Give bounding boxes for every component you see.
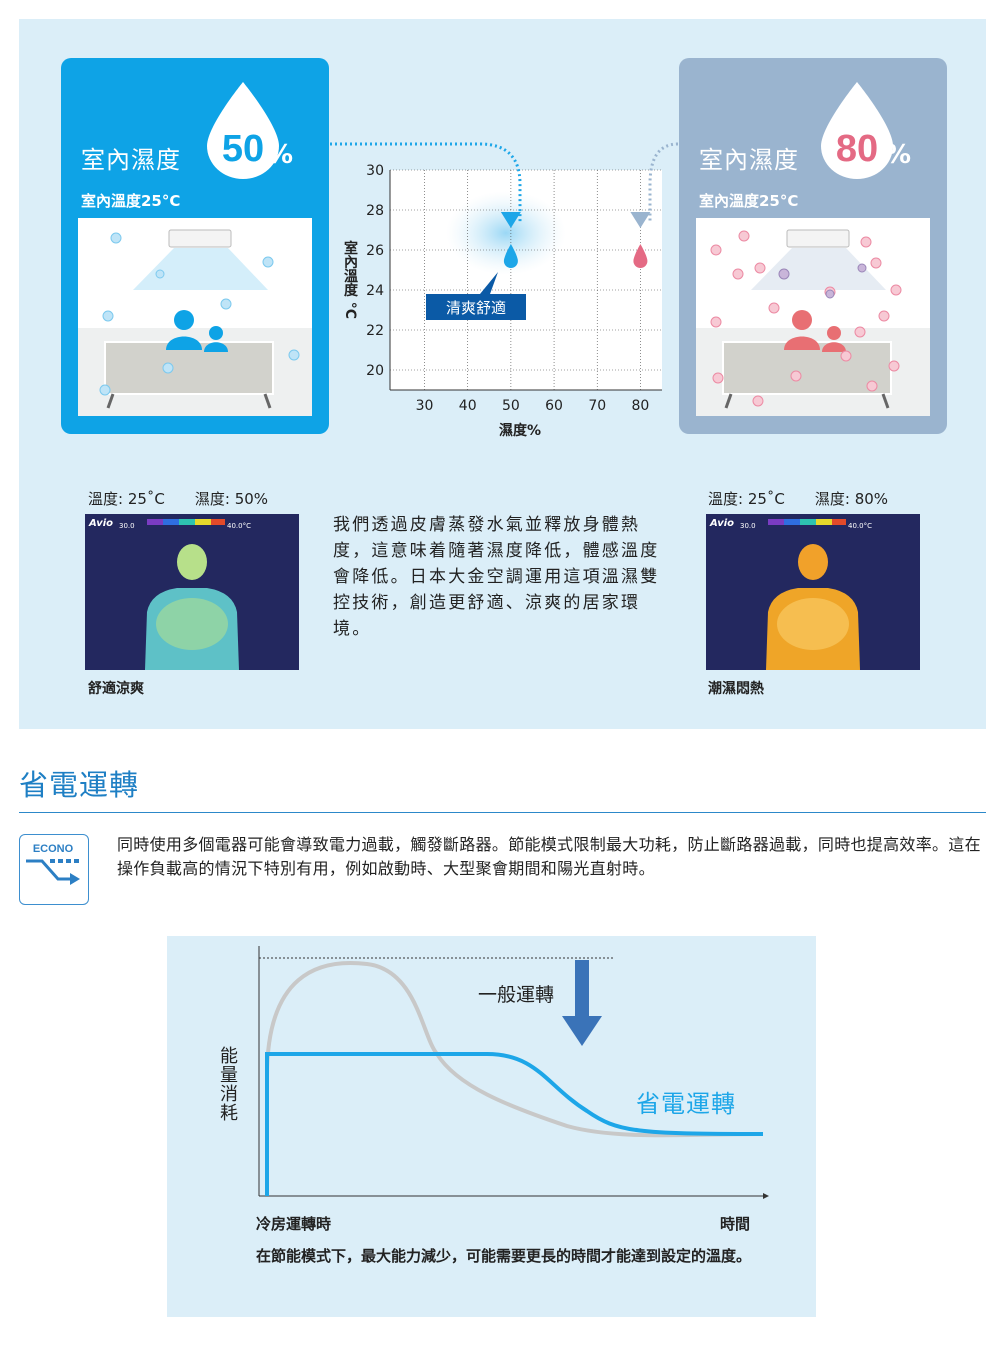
reduction-arrow-head — [562, 1016, 602, 1046]
time-start-label: 冷房運轉時 — [256, 1215, 332, 1233]
chart-y-label: 室內溫度 °C — [342, 240, 358, 319]
room-card-80: 室內濕度 80 % 室內溫度25°C — [679, 58, 947, 434]
thermal-left-caption: 舒適涼爽 — [88, 681, 144, 697]
normal-operation-label: 一般運轉 — [478, 984, 555, 1006]
comfort-zone — [446, 191, 566, 275]
marker-arrow — [500, 212, 521, 228]
reduction-arrow — [575, 960, 589, 1016]
x-tick-label: 60 — [545, 398, 563, 414]
section-divider — [19, 812, 986, 813]
humidity-title: 室內濕度 — [699, 146, 799, 174]
humidity-value: 50 — [221, 128, 265, 170]
y-tick-label: 20 — [366, 363, 384, 379]
humidity-title: 室內濕度 — [81, 146, 181, 174]
econo-operation-label: 省電運轉 — [636, 1090, 736, 1118]
y-tick-label: 24 — [366, 283, 384, 299]
callout-box — [426, 294, 526, 320]
data-point-drop — [633, 244, 648, 268]
scale-max: 40.0°C — [848, 522, 872, 530]
connector-50 — [330, 142, 522, 222]
x-tick-label: 70 — [588, 398, 606, 414]
x-tick-label: 80 — [631, 398, 649, 414]
econo-description: 同時使用多個電器可能會導致電力過載，觸發斷路器。節能模式限制最大功耗，防止斷路器… — [117, 835, 981, 878]
thermal-head — [177, 544, 207, 580]
water-drop-icon — [207, 82, 279, 179]
callout-text: 清爽舒適 — [446, 299, 506, 317]
room-illustration — [696, 218, 930, 416]
thermal-image-humid: Avio 30.0 40.0°C — [706, 514, 920, 670]
scale-min: 30.0 — [740, 522, 756, 530]
chart-grid — [390, 169, 662, 390]
indoor-temp-label: 室內溫度25°C — [81, 192, 181, 210]
econo-chart-panel — [167, 936, 816, 1317]
data-point-drop — [503, 244, 518, 268]
x-tick-label: 40 — [459, 398, 477, 414]
y-tick-label: 28 — [366, 203, 384, 219]
scale-min: 30.0 — [119, 522, 135, 530]
energy-axis-label: 能量消耗 — [220, 1046, 238, 1124]
callout-pointer — [480, 272, 498, 294]
time-axis-label: 時間 — [720, 1215, 751, 1233]
humidity-value: 80 — [835, 128, 879, 170]
scale-max: 40.0°C — [227, 522, 251, 530]
percent-sign: % — [885, 140, 912, 170]
thermal-head — [798, 544, 828, 580]
indoor-temp-label: 室內溫度25°C — [699, 192, 799, 210]
econo-chart — [258, 946, 769, 1199]
x-tick-label: 30 — [416, 398, 434, 414]
thermal-image-cool: Avio 30.0 40.0°C — [85, 514, 299, 670]
econo-note: 在節能模式下，最大能力減少，可能需要更長的時間才能達到設定的溫度。 — [256, 1247, 752, 1265]
x-tick-label: 50 — [502, 398, 520, 414]
thermal-left-label: 溫度: 25˚C 濕度: 50% — [88, 490, 269, 508]
y-tick-label: 22 — [366, 323, 384, 339]
connector-80 — [648, 142, 679, 222]
thermal-right-caption: 潮濕悶熱 — [708, 681, 764, 697]
marker-arrow — [630, 212, 651, 228]
y-tick-label: 26 — [366, 243, 384, 259]
econo-badge-text: ECONO — [33, 843, 74, 855]
room-card-50: 室內濕度 50 % 室內溫度25°C — [61, 58, 329, 434]
econo-operation-curve — [265, 1052, 764, 1196]
thermal-right-label: 溫度: 25˚C 濕度: 80% — [708, 490, 889, 508]
water-drop-icon — [821, 82, 893, 179]
chart-x-label: 濕度% — [499, 422, 541, 439]
y-tick-label: 30 — [366, 163, 384, 179]
thermal-logo: Avio — [709, 518, 734, 529]
thermal-logo: Avio — [88, 518, 113, 529]
temp-humidity-chart: 30 28 26 24 22 20 30 40 50 60 70 80 室內溫度 °C 濕度% 清爽… — [330, 142, 679, 439]
room-illustration — [78, 218, 312, 416]
section-title: 省電運轉 — [19, 768, 140, 802]
percent-sign: % — [267, 140, 294, 170]
explanation-text: 我們透過皮膚蒸發水氣並釋放身體熱度，這意味着隨著濕度降低，體感溫度會降低。日本大… — [333, 515, 660, 639]
econo-badge-icon: ECONO — [19, 834, 89, 905]
